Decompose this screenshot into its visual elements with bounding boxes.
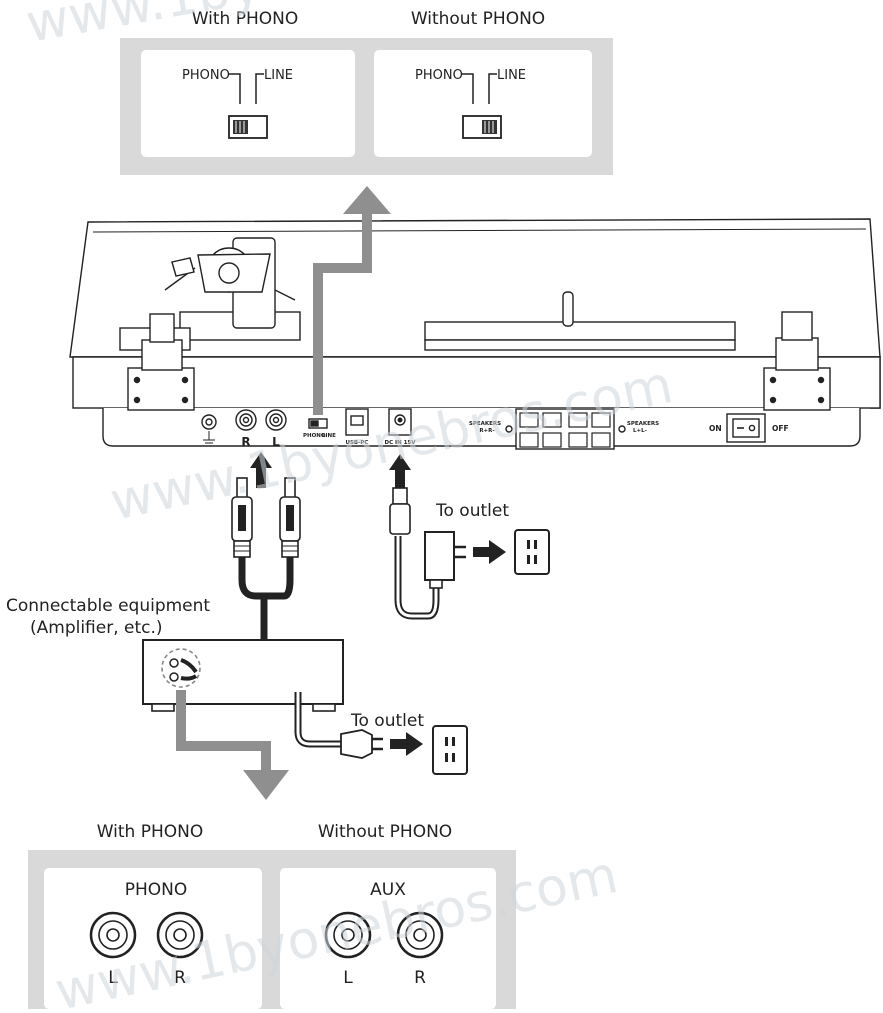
aux-input-label: AUX	[370, 880, 406, 900]
svg-text:PHONO: PHONO	[303, 433, 326, 439]
power-on-label: ON	[709, 424, 722, 433]
top-switch-panel: With PHONO Without PHONO PHONO LINE PHON…	[120, 9, 613, 175]
switch-without-phono: PHONO LINE	[415, 68, 526, 139]
top-without-phono-title: Without PHONO	[411, 9, 545, 29]
svg-text:SPEAKERS: SPEAKERS	[469, 421, 501, 427]
outlet-arrow-1	[473, 540, 506, 564]
svg-text:PHONO: PHONO	[415, 68, 463, 83]
outlet-label-1: To outlet	[435, 501, 509, 521]
bottom-input-panel: With PHONO Without PHONO PHONO AUX L R L…	[28, 822, 516, 1009]
wall-outlet-1	[514, 529, 550, 575]
up-arrow-gray-head	[343, 186, 391, 214]
svg-text:LINE: LINE	[264, 68, 293, 83]
bottom-without-phono-title: Without PHONO	[318, 822, 452, 842]
svg-text:LINE: LINE	[497, 68, 526, 83]
wall-outlet-2	[432, 725, 468, 775]
svg-text:USB-PC: USB-PC	[346, 440, 369, 446]
rca-insert-arrow	[250, 452, 272, 488]
svg-text:DC IN 15V: DC IN 15V	[385, 440, 417, 446]
svg-text:SPEAKERS: SPEAKERS	[627, 421, 659, 427]
phono-input-label: PHONO	[125, 880, 188, 900]
outlet-arrow-2	[390, 732, 423, 756]
outlet-label-2: To outlet	[350, 711, 424, 731]
rca-r-label: R	[241, 435, 250, 449]
svg-text:R: R	[414, 968, 426, 988]
top-with-phono-title: With PHONO	[192, 9, 299, 29]
power-off-label: OFF	[772, 424, 789, 433]
rca-l-label: L	[272, 435, 280, 449]
amplifier	[142, 639, 344, 712]
up-arrow-gray	[313, 210, 372, 415]
svg-text:R: R	[174, 968, 186, 988]
bottom-with-phono-title: With PHONO	[97, 822, 204, 842]
down-arrow-gray-head	[243, 770, 289, 800]
equipment-label-line1: Connectable equipment	[6, 596, 210, 616]
turntable	[69, 218, 881, 450]
dc-adapter	[389, 487, 466, 620]
svg-text:L: L	[108, 968, 118, 988]
svg-text:L: L	[343, 968, 353, 988]
svg-text:R+R-: R+R-	[479, 428, 494, 434]
switch-with-phono: PHONO LINE	[182, 68, 293, 139]
svg-text:PHONO: PHONO	[182, 68, 230, 83]
down-arrow-gray	[176, 690, 271, 772]
svg-text:LINE: LINE	[322, 433, 336, 439]
amplifier-power-cord	[294, 692, 383, 759]
equipment-label-line2: (Amplifier, etc.)	[30, 618, 163, 638]
svg-text:L+L-: L+L-	[633, 428, 647, 434]
dc-insert-arrow	[389, 454, 411, 488]
rear-panel-labels: R L PHONO LINE USB-PC DC IN 15V SPEAKERS…	[241, 421, 788, 449]
